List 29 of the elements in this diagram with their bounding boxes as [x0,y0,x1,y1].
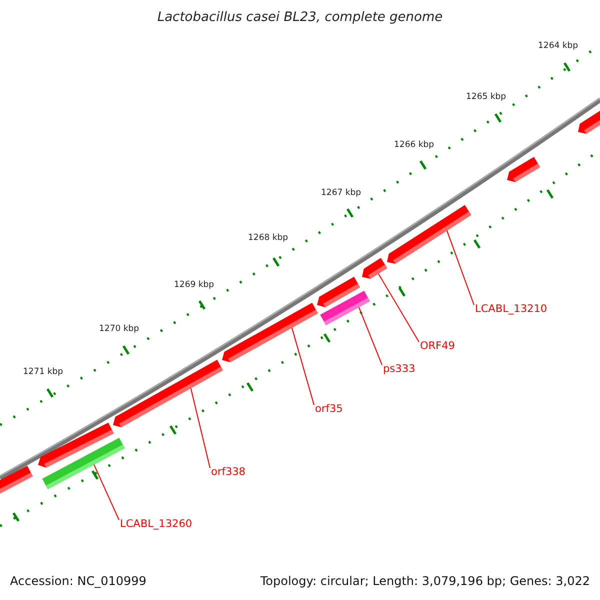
gene-label: LCABL_13260 [120,518,192,531]
gene-label: orf35 [315,403,343,416]
leader-line [446,230,474,306]
tick-label: 1271 kbp [23,367,64,378]
tick-label: 1264 kbp [538,41,578,52]
gene-label: ORF49 [420,340,455,353]
tick-label: 1267 kbp [321,188,362,198]
gene-block [387,205,472,264]
tick-label: 1269 kbp [174,280,214,290]
leader-line [358,306,382,366]
leader-line [94,464,120,520]
genome-info-text: Topology: circular; Length: 3,079,196 bp; Genes: 3,022 [260,574,590,588]
leader-line [190,388,210,468]
gene-block [222,302,318,362]
gene-block [42,438,125,490]
chart-title: Lactobacillus casei BL23, complete genome [156,10,444,26]
tick-label: 1265 kbp [466,92,506,102]
gene-block [362,258,388,279]
tick-label: 1270 kbp [99,324,140,334]
gene-block [113,360,223,428]
gene-label: orf338 [211,466,246,479]
leader-line [291,327,314,406]
accession-text: Accession: NC_010999 [10,574,146,588]
gene-label: ps333 [383,363,416,376]
tick-label: 1268 kbp [248,233,288,244]
gene-block [320,290,370,326]
leader-line [378,273,420,342]
tick-label: 1266 kbp [394,140,434,150]
gene-label: LCABL_13210 [475,303,548,316]
